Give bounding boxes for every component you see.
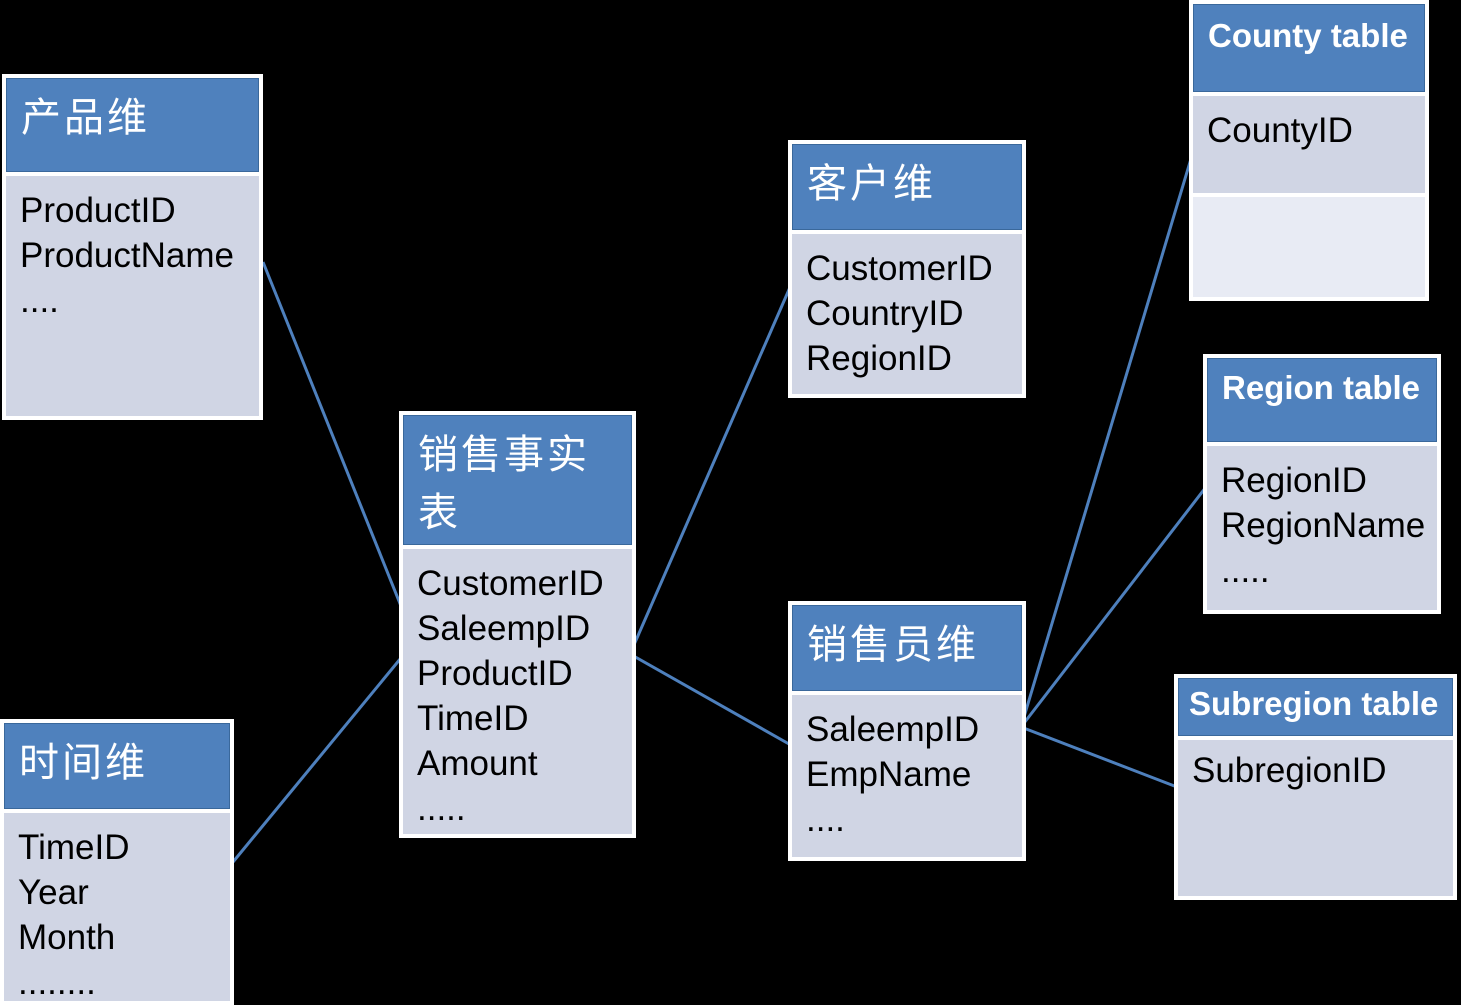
field-ellipsis: .....	[1221, 551, 1270, 590]
field-ellipsis: .....	[417, 789, 466, 828]
table-customer-dim-body: CustomerID CountryID RegionID	[792, 234, 1022, 394]
field-time-id: TimeID	[18, 828, 130, 867]
field-subregion-id: SubregionID	[1192, 751, 1387, 790]
field-country-id: CountryID	[806, 294, 964, 333]
table-subregion: Subregion table SubregionID	[1174, 674, 1457, 900]
table-region: Region table RegionID RegionName .....	[1203, 354, 1441, 614]
table-county-header: County table	[1193, 4, 1425, 92]
table-county: County table CountyID	[1189, 0, 1429, 301]
table-county-body-extra	[1193, 197, 1425, 297]
table-county-body: CountyID	[1193, 96, 1425, 193]
field-amount: Amount	[417, 744, 538, 783]
field-emp-name: EmpName	[806, 755, 972, 794]
field-ellipsis: ....	[20, 281, 59, 320]
connector-time-to-fact	[231, 640, 417, 863]
table-salesemp-dim-body: SaleempID EmpName ....	[792, 695, 1022, 857]
table-product-dim: 产品维 ProductID ProductName ....	[2, 74, 263, 420]
table-customer-dim: 客户维 CustomerID CountryID RegionID	[788, 140, 1026, 398]
table-product-dim-body: ProductID ProductName ....	[6, 176, 259, 416]
table-product-dim-header: 产品维	[6, 78, 259, 172]
field-time-id: TimeID	[417, 699, 529, 738]
field-product-name: ProductName	[20, 236, 234, 275]
table-sales-fact-header: 销售事实表	[403, 415, 632, 545]
table-time-dim-body: TimeID Year Month ........	[4, 813, 230, 1001]
field-ellipsis: ........	[18, 963, 96, 1001]
table-subregion-header: Subregion table	[1178, 678, 1453, 736]
table-salesemp-dim-header: 销售员维	[792, 605, 1022, 691]
table-time-dim: 时间维 TimeID Year Month ........	[0, 719, 234, 1005]
field-saleemp-id: SaleempID	[417, 609, 591, 648]
table-salesemp-dim: 销售员维 SaleempID EmpName ....	[788, 601, 1026, 861]
field-region-id: RegionID	[806, 339, 952, 378]
field-product-id: ProductID	[417, 654, 573, 693]
connector-salesemp-to-county	[1019, 151, 1195, 728]
field-region-name: RegionName	[1221, 506, 1426, 545]
field-ellipsis: ....	[806, 800, 845, 839]
connector-salesemp-to-region	[1019, 486, 1208, 728]
connector-fact-to-customer	[628, 284, 793, 655]
field-year: Year	[18, 873, 89, 912]
connector-product-to-fact	[261, 261, 417, 642]
table-customer-dim-header: 客户维	[792, 144, 1022, 230]
table-time-dim-header: 时间维	[4, 723, 230, 809]
field-product-id: ProductID	[20, 191, 176, 230]
field-county-id: CountyID	[1207, 111, 1353, 150]
table-region-header: Region table	[1207, 358, 1437, 442]
field-customer-id: CustomerID	[806, 249, 993, 288]
field-saleemp-id: SaleempID	[806, 710, 980, 749]
connector-fact-to-salesemp	[629, 652, 790, 746]
table-sales-fact: 销售事实表 CustomerID SaleempID ProductID Tim…	[399, 411, 636, 838]
table-sales-fact-body: CustomerID SaleempID ProductID TimeID Am…	[403, 549, 632, 834]
field-month: Month	[18, 918, 116, 957]
table-region-body: RegionID RegionName .....	[1207, 446, 1437, 610]
table-subregion-body: SubregionID	[1178, 740, 1453, 896]
connector-salesemp-to-subregion	[1020, 725, 1178, 789]
field-region-id: RegionID	[1221, 461, 1367, 500]
field-customer-id: CustomerID	[417, 564, 604, 603]
